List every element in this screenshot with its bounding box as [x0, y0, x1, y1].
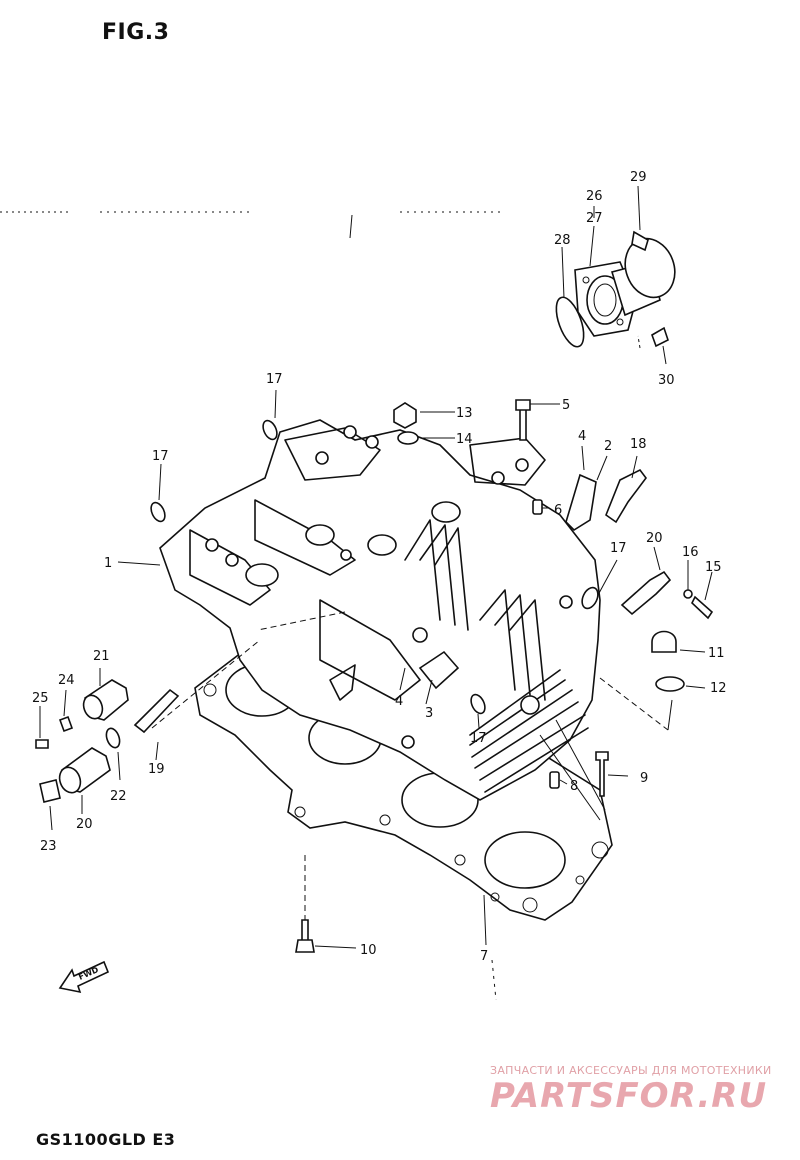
callout-11: 11 — [708, 646, 725, 661]
callout-17d: 17 — [470, 731, 487, 746]
oil-union-3 — [418, 650, 460, 690]
adjuster-19 — [133, 688, 180, 734]
cap-23 — [39, 779, 61, 803]
callout-1: 1 — [104, 556, 112, 571]
callout-26: 26 — [586, 189, 603, 204]
callout-18: 18 — [630, 437, 647, 452]
callout-28: 28 — [554, 233, 571, 248]
callout-15: 15 — [705, 560, 722, 575]
forward-arrow-icon: FWD — [58, 960, 110, 994]
callout-12: 12 — [710, 681, 727, 696]
callout-16: 16 — [682, 545, 699, 560]
screw-15 — [691, 595, 714, 620]
callout-labels: 1 2 3 4 4 5 6 7 8 9 10 11 12 13 14 15 16… — [32, 170, 727, 964]
dowel-17a — [262, 419, 278, 441]
callout-5: 5 — [562, 398, 570, 413]
callout-23: 23 — [40, 839, 57, 854]
callout-7: 7 — [480, 949, 488, 964]
model-code: GS1100GLD E3 — [36, 1130, 176, 1149]
oil-pipe-union — [565, 473, 597, 532]
washer — [397, 431, 419, 445]
cap-nut — [393, 402, 417, 429]
callout-24: 24 — [58, 673, 75, 688]
callout-22: 22 — [110, 789, 127, 804]
callout-19: 19 — [148, 762, 165, 777]
callout-4b: 4 — [395, 694, 403, 709]
intake-pipe-assembly — [555, 230, 676, 349]
callout-21: 21 — [93, 649, 110, 664]
callout-4a: 4 — [578, 429, 586, 444]
dowel-17b — [150, 501, 166, 523]
dowel-8 — [549, 771, 560, 789]
callout-14: 14 — [456, 432, 473, 447]
temp-sensor — [620, 570, 672, 616]
callout-17b: 17 — [152, 449, 169, 464]
cap-nut-11 — [651, 630, 677, 653]
bolt-10 — [295, 919, 315, 953]
figure-title: FIG.3 — [102, 20, 170, 45]
dowel-17c — [581, 586, 599, 610]
callout-2: 2 — [604, 439, 612, 454]
bolt-9 — [595, 751, 609, 797]
callout-20b: 20 — [76, 817, 93, 832]
bolt-5 — [515, 399, 531, 441]
dowel-17d — [470, 693, 486, 715]
callout-25: 25 — [32, 691, 49, 706]
callout-6: 6 — [554, 503, 562, 518]
leader-lines — [39, 185, 713, 949]
callout-27: 27 — [586, 211, 603, 226]
washer-16 — [683, 589, 693, 599]
callout-30: 30 — [658, 373, 675, 388]
callout-10: 10 — [360, 943, 377, 958]
clip-24 — [58, 715, 74, 733]
oring-22 — [105, 727, 121, 749]
dowel-6 — [532, 499, 543, 515]
watermark-tagline: ЗАПЧАСТИ И АКСЕССУАРЫ ДЛЯ МОТОТЕХНИКИ — [490, 1064, 772, 1077]
scan-noise — [0, 211, 500, 1001]
callout-20a: 20 — [646, 531, 663, 546]
callout-3: 3 — [425, 706, 433, 721]
callout-13: 13 — [456, 406, 473, 421]
callout-8: 8 — [570, 779, 578, 794]
screw-25 — [35, 739, 49, 749]
washer-12 — [655, 676, 685, 692]
callout-29: 29 — [630, 170, 647, 185]
callout-17a: 17 — [266, 372, 283, 387]
watermark-logo: PARTSFOR.RU — [490, 1076, 768, 1116]
spark-plug — [605, 468, 647, 524]
cylinder-head — [159, 419, 601, 801]
callout-9: 9 — [640, 771, 648, 786]
callout-17c: 17 — [610, 541, 627, 556]
